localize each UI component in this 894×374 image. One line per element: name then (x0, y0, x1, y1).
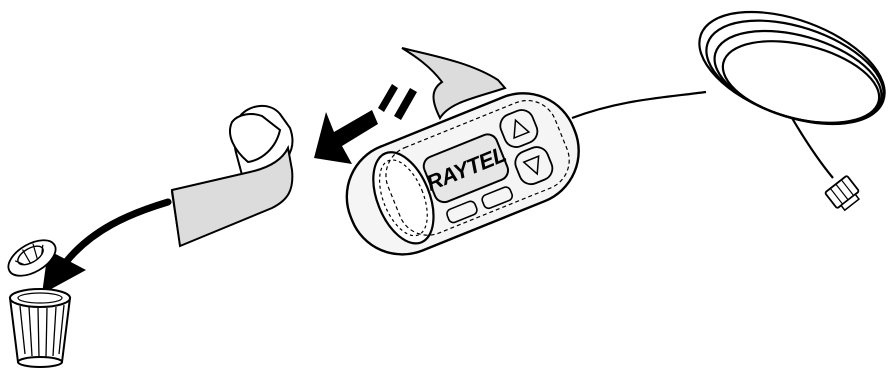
event-button-left[interactable] (445, 200, 478, 224)
curved-arrow-icon (42, 198, 172, 294)
trash-lid (7, 239, 57, 277)
up-arrow-icon (513, 118, 531, 140)
connector-plug-icon (824, 175, 860, 212)
trash-can-icon (7, 239, 72, 368)
removed-film-strip (170, 105, 294, 248)
coiled-cable (698, 10, 886, 126)
monitor-device: RAYTEL (345, 92, 580, 256)
up-button[interactable] (497, 106, 541, 150)
event-button-right[interactable] (481, 186, 514, 210)
connector-lead (791, 117, 834, 179)
down-arrow-icon (522, 154, 540, 176)
motion-arrow-icon (314, 84, 417, 164)
peeling-film-flap (401, 47, 507, 121)
down-button[interactable] (512, 143, 556, 187)
device-cable (571, 90, 707, 120)
